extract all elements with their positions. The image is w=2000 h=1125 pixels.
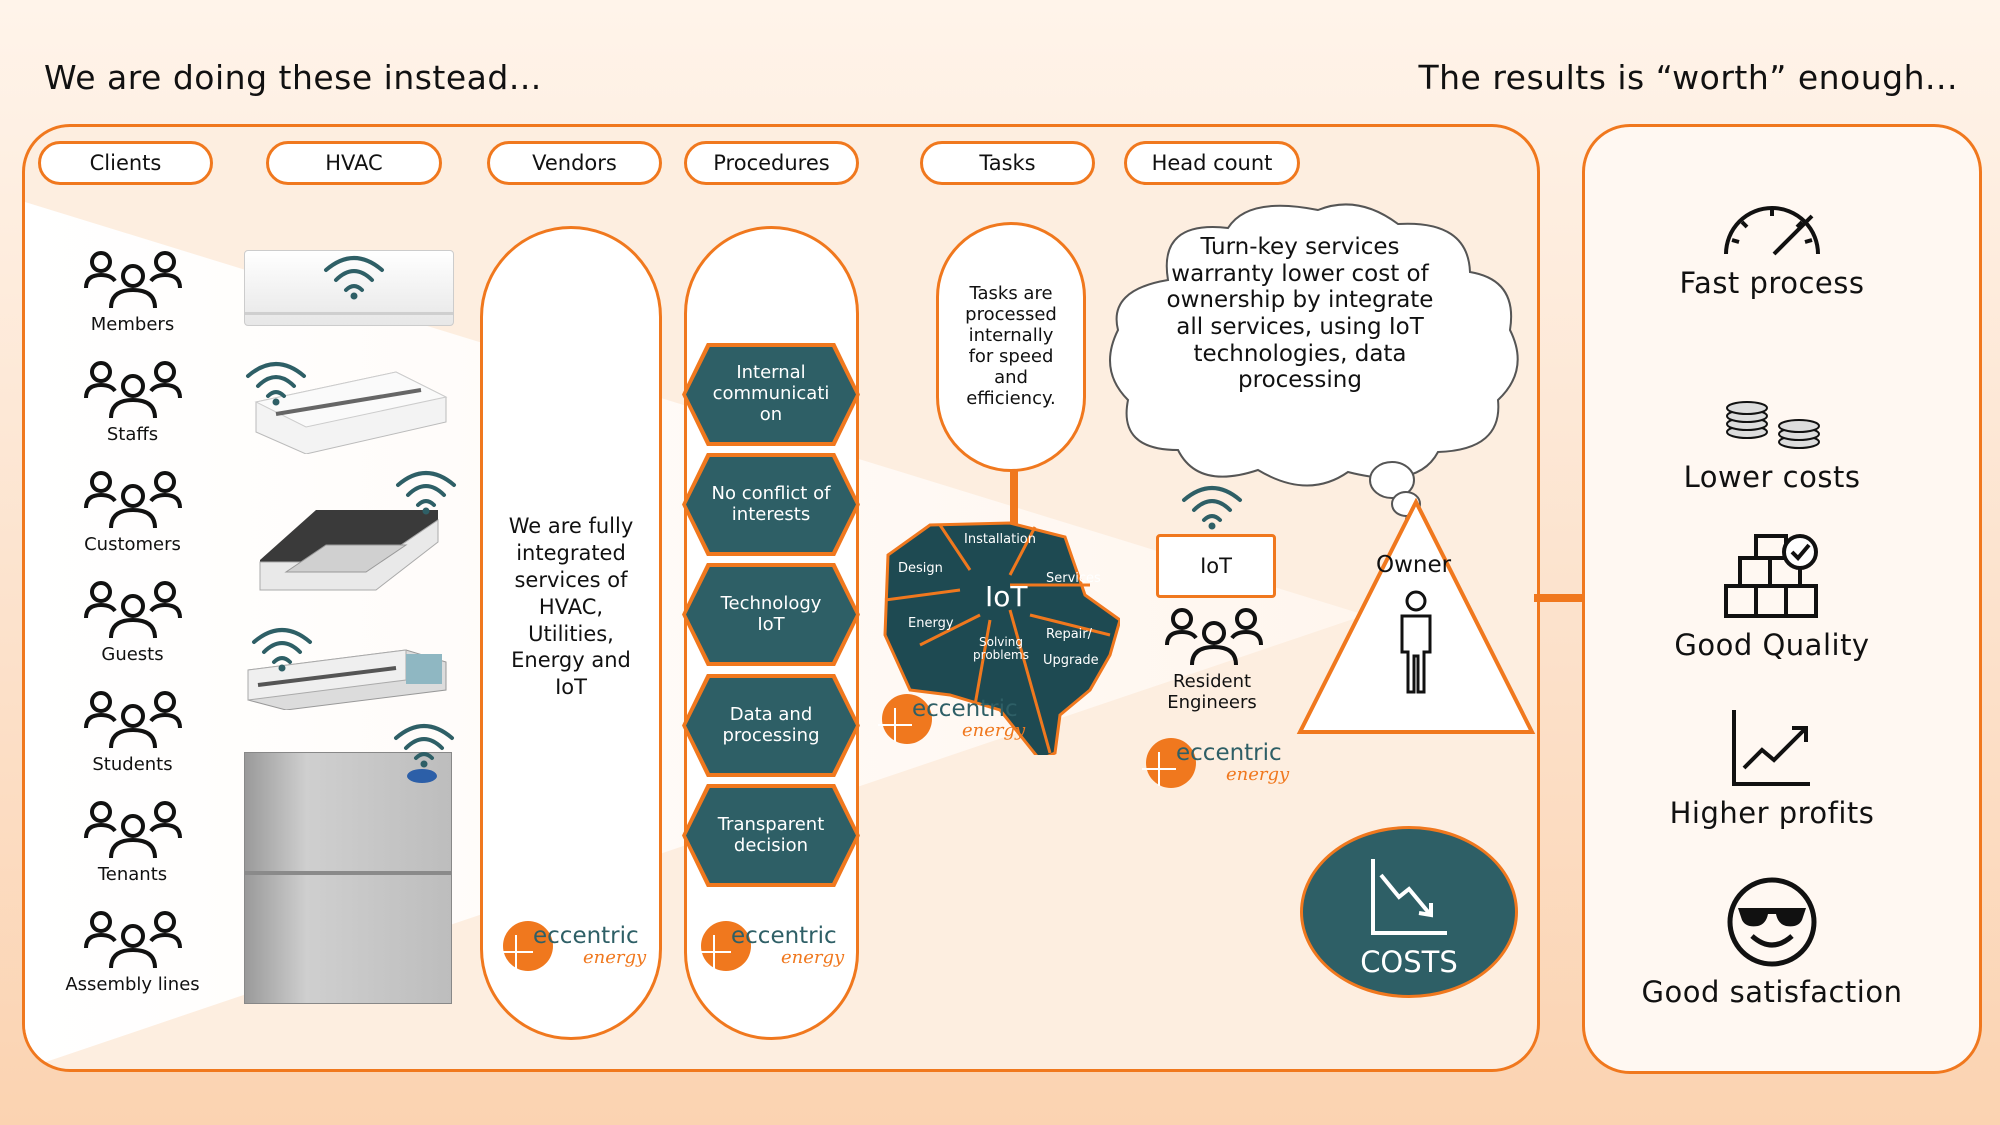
procedure-transparent-decision: Transparent decision [686,788,856,883]
client-members: Members [70,248,195,335]
procedure-internal-communication: Internal communicati on [686,347,856,442]
header-procedures: Procedures [684,141,859,185]
resident-engineers-label: Resident Engineers [1167,671,1257,713]
iot-segment-services: Services [1046,571,1101,586]
client-label: Tenants [97,864,168,885]
client-label: Members [90,314,175,335]
header-tasks: Tasks [920,141,1095,185]
client-guests: Guests [70,578,195,665]
vendors-column: We are fully integrated services of HVAC… [480,226,662,1040]
people-icon [83,581,182,639]
hvac-cassette-unit [256,490,442,594]
iot-map [883,521,1120,755]
people-icon [83,471,182,529]
header-hvac: HVAC [266,141,442,185]
client-tenants: Tenants [70,798,195,885]
client-label: Students [92,754,173,775]
procedure-data-processing: Data and processing [686,678,856,773]
wifi-icon [324,256,384,300]
boxes-icon [1724,534,1818,618]
iot-map-center: IoT [985,580,1028,613]
chart-down-icon [1371,859,1447,935]
people-icon [83,801,182,859]
wifi-icon [394,724,454,768]
costs-circle: COSTS [1300,826,1518,998]
result-fast-process: Fast process [1582,196,1962,300]
sunglasses-smiley-icon [1727,877,1817,967]
iot-segment-energy: Energy [908,616,954,631]
result-higher-profits: Higher profits [1582,708,1962,830]
wifi-icon [252,628,312,672]
iot-segment-upgrade: Upgrade [1043,653,1099,668]
wifi-icon [1182,486,1242,530]
cloud-text: Turn-key services warranty lower cost of… [1166,234,1434,394]
client-label: Assembly lines [65,974,200,995]
people-icon [83,251,182,309]
tasks-connector [1010,470,1018,526]
client-students: Students [70,688,195,775]
coins-icon [1726,401,1820,449]
wifi-icon [396,471,456,515]
people-icon [83,361,182,419]
iot-segment-design: Design [898,561,943,576]
client-label: Customers [84,534,181,555]
people-icon [1165,608,1263,666]
header-head-count: Head count [1124,141,1300,185]
result-lower-costs: Lower costs [1582,396,1962,494]
header-vendors: Vendors [487,141,662,185]
client-staffs: Staffs [70,358,195,445]
iot-segment-solving-problems: Solving problems [973,635,1029,663]
result-good-quality: Good Quality [1582,532,1962,662]
iot-segment-installation: Installation [964,532,1037,547]
results-connector [1534,594,1584,602]
people-icon [83,691,182,749]
wifi-icon [246,362,306,406]
iot-segment-repair: Repair/ [1046,627,1093,642]
owner-label: Owner [1376,552,1452,578]
client-label: Staffs [106,424,159,445]
right-heading: The results is “worth” enough... [1418,58,1958,97]
tasks-text: Tasks are processed internally for speed… [965,283,1057,410]
header-clients: Clients [38,141,213,185]
iot-box: IoT [1156,534,1276,598]
hvac-duct-unit [246,640,450,711]
costs-label: COSTS [1360,945,1458,979]
client-label: Guests [101,644,164,665]
procedure-technology-iot: Technology IoT [686,567,856,662]
person-icon [1400,590,1432,694]
procedure-no-conflict: No conflict of interests [686,457,856,552]
chart-up-icon [1732,710,1810,786]
left-heading: We are doing these instead... [44,58,542,97]
client-customers: Customers [70,468,195,555]
hvac-package-unit [244,752,452,1004]
hvac-ceiling-unit [246,362,452,455]
tasks-bubble: Tasks are processed internally for speed… [936,222,1086,472]
thought-cloud [1109,203,1519,528]
result-good-satisfaction: Good satisfaction [1582,876,1962,1008]
people-icon [83,911,182,969]
speedometer-icon [1724,206,1820,256]
client-assembly-lines: Assembly lines [60,908,205,995]
vendors-text: We are fully integrated services of HVAC… [508,514,634,700]
